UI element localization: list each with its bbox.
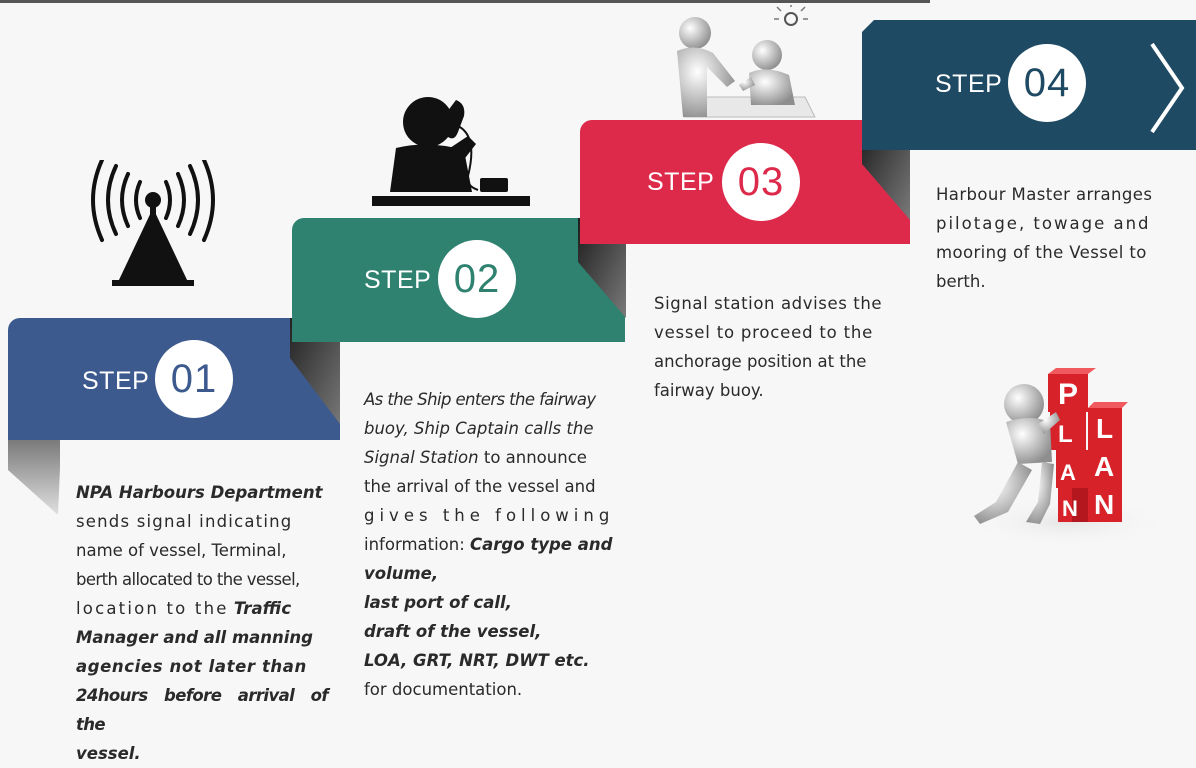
plan-letter-n: N	[1094, 489, 1114, 520]
phone-operator-icon	[372, 97, 530, 206]
step-01-text-b5: Traffic	[233, 599, 292, 618]
step-02-text-b6: Cargo type and	[470, 535, 613, 554]
step-01-text-lead: NPA Harbours Department	[76, 483, 323, 502]
plan-block-stack	[1048, 368, 1128, 522]
step-03-number: 03	[722, 143, 800, 221]
step-01-text-b8: 24hours before arrival of the	[76, 686, 329, 734]
step-02-text-l11: for documentation.	[364, 680, 523, 699]
step-03-description: Signal station advises the vessel to pro…	[654, 289, 910, 405]
step-02-text-l4: the arrival of the vessel and	[364, 477, 596, 496]
step-01-corner	[290, 318, 340, 424]
step-02-text-l3: to announce	[483, 448, 587, 467]
plan-letter-a: A	[1094, 451, 1114, 482]
step-01-label: STEP	[82, 367, 150, 395]
step-01-description: NPA Harbours Department sends signal ind…	[76, 478, 329, 768]
step-04-text-l4: berth.	[936, 272, 986, 291]
step-02-text-b7: volume,	[364, 564, 439, 583]
step-04-number: 04	[1008, 44, 1086, 122]
step-01-fold	[8, 440, 60, 515]
step-02-description: As the Ship enters the fairway buoy, Shi…	[364, 385, 620, 704]
antenna-icon	[91, 160, 215, 286]
step-02-text-l5: gives the following	[364, 506, 615, 525]
step-02-text-b10: LOA, GRT, NRT, DWT etc.	[364, 651, 590, 670]
step-02-text-l6: information:	[364, 535, 465, 554]
step-01-text-b6: Manager and all manning	[76, 628, 313, 647]
plan-letter-a2: A	[1060, 460, 1076, 485]
step-02-text-i3: Signal Station	[364, 448, 479, 467]
step-01-text-l3: name of vessel, Terminal,	[76, 541, 287, 560]
step-01-text-l2: sends signal indicating	[76, 512, 293, 531]
step-01-text-l5: location to the	[76, 599, 229, 618]
plan-letter-l: L	[1096, 413, 1113, 444]
step-04-text-l3: mooring of the Vessel to	[936, 243, 1147, 262]
top-rule	[0, 0, 930, 3]
step-02-text-i2: buoy, Ship Captain calls the	[364, 419, 594, 438]
step-01-text-b7: agencies not later than	[76, 657, 307, 676]
plan-letter-n2: N	[1062, 496, 1078, 521]
step-04-text-l2: pilotage, towage and	[936, 214, 1151, 233]
step-03-label: STEP	[647, 168, 715, 196]
step-04-label: STEP	[935, 70, 1003, 98]
step-02-text-b8: last port of call,	[364, 593, 512, 612]
plan-blocks-icon: P L A N L A N	[961, 368, 1171, 548]
step-01-text-b9: vessel.	[76, 744, 141, 763]
plan-letter-l2: L	[1058, 421, 1073, 448]
step-04-description: Harbour Master arranges pilotage, towage…	[936, 180, 1192, 296]
chevron-right-icon	[1150, 42, 1185, 134]
step-01-number: 01	[155, 340, 233, 418]
step-01-text-l4: berth allocated to the vessel,	[76, 570, 300, 589]
plan-letter-p: P	[1058, 378, 1078, 411]
step-03-text-l2: vessel to proceed to the	[654, 323, 874, 342]
step-03-text-l4: fairway buoy.	[654, 381, 764, 400]
step-04-text-l1: Harbour Master arranges	[936, 185, 1153, 204]
step-02-label: STEP	[364, 266, 432, 294]
step-02-text-b9: draft of the vessel,	[364, 622, 542, 641]
step-03-text-l3: anchorage position at the	[654, 352, 867, 371]
step-02-number: 02	[438, 240, 516, 318]
step-02-text-i1: As the Ship enters the fairway	[364, 390, 596, 409]
step-03-text-l1: Signal station advises the	[654, 294, 883, 313]
discussion-figures-icon	[677, 5, 816, 118]
